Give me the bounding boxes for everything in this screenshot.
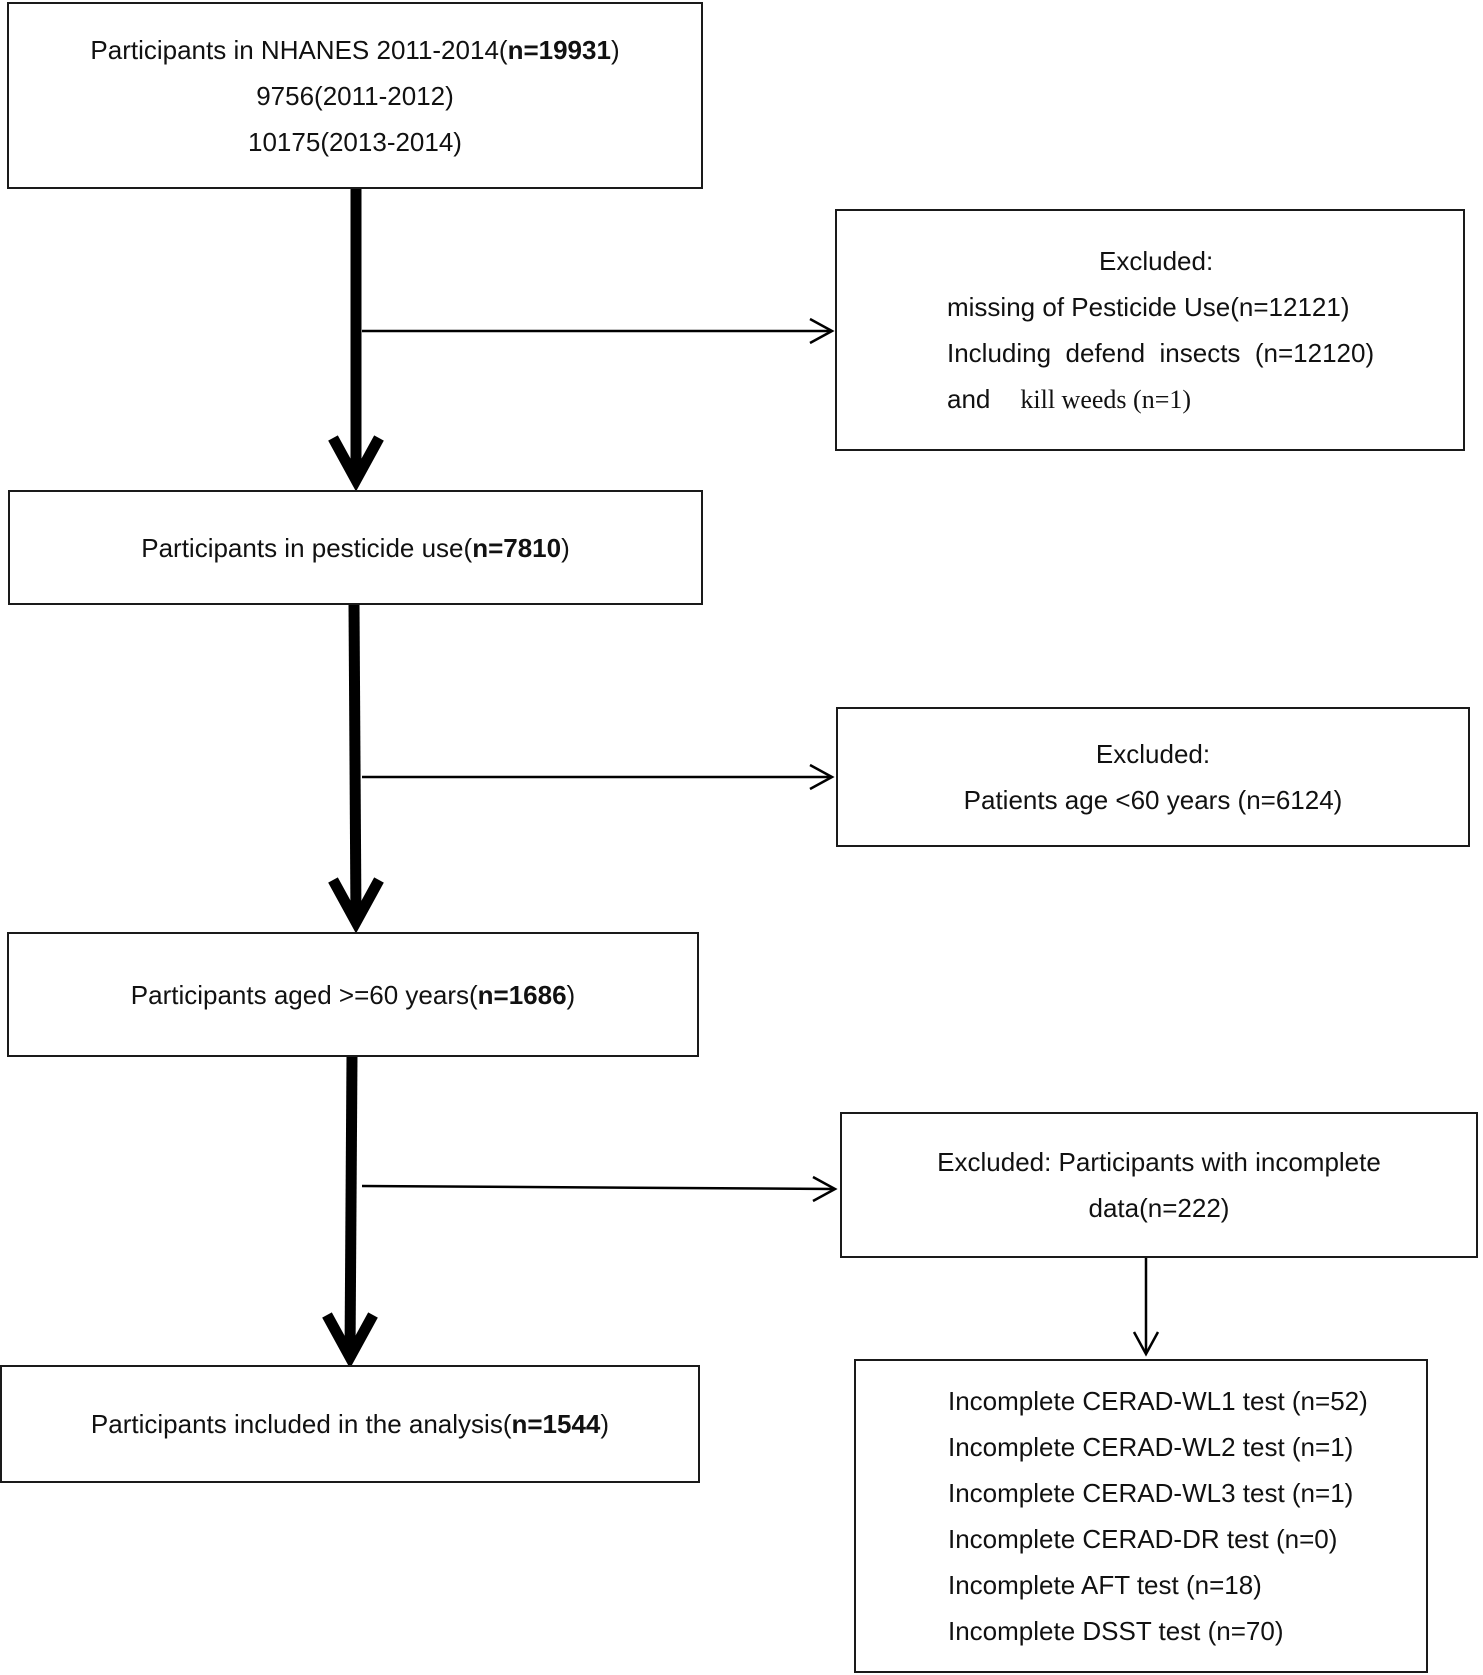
start-line-3: 10175(2013-2014)	[248, 126, 462, 157]
aged-60-suffix: )	[566, 979, 576, 1010]
start-suffix: )	[610, 34, 620, 65]
start-line-1: Participants in NHANES 2011-2014(n=19931…	[90, 27, 619, 73]
side-arrow-3-head	[812, 1175, 838, 1203]
excluded-1-title: Excluded:	[1099, 245, 1214, 276]
main-arrow-2-head	[328, 877, 384, 934]
excluded-1-line-2: Including defend insects (n=12120)	[947, 337, 1375, 368]
start-label: Participants in NHANES 2011-2014(	[90, 34, 508, 65]
box-excluded-incomplete: Excluded: Participants with incomplete d…	[840, 1112, 1478, 1258]
incomplete-item: Incomplete CERAD-DR test (n=0)	[948, 1524, 1338, 1554]
box-incomplete-test-details: Incomplete CERAD-WL1 test (n=52) Incompl…	[854, 1359, 1428, 1673]
main-arrow-1-head	[328, 435, 384, 492]
aged-60-count: n=1686	[477, 979, 567, 1010]
incomplete-item: Incomplete CERAD-WL2 test (n=1)	[948, 1432, 1354, 1462]
excluded-3-line-1: Excluded: Participants with incomplete	[937, 1147, 1381, 1177]
side-arrow-3-line	[361, 1184, 836, 1191]
box-excluded-pesticide-missing: Excluded: missing of Pesticide Use(n=121…	[835, 209, 1465, 451]
box-pesticide-use: Participants in pesticide use(n=7810)	[8, 490, 703, 605]
side-arrow-2-head	[809, 763, 835, 791]
main-arrow-3-shaft	[344, 1055, 358, 1356]
final-text: Participants included in the analysis(n=…	[91, 1401, 609, 1447]
excluded-1-and: and	[947, 383, 991, 414]
incomplete-item: Incomplete AFT test (n=18)	[948, 1570, 1262, 1600]
pesticide-use-text: Participants in pesticide use(n=7810)	[141, 525, 570, 571]
box-aged-60-plus: Participants aged >=60 years(n=1686)	[7, 932, 699, 1057]
box-included-in-analysis: Participants included in the analysis(n=…	[0, 1365, 700, 1483]
excluded-3-line-2: data(n=222)	[1088, 1193, 1230, 1223]
start-line-2: 9756(2011-2012)	[256, 80, 454, 111]
aged-60-label: Participants aged >=60 years(	[130, 979, 478, 1010]
aged-60-text: Participants aged >=60 years(n=1686)	[131, 972, 575, 1018]
final-label: Participants included in the analysis(	[90, 1409, 512, 1439]
excluded-2-line-1: Patients age <60 years (n=6124)	[963, 785, 1343, 815]
start-count: n=19931	[507, 34, 611, 65]
main-arrow-3-head	[322, 1312, 378, 1369]
main-arrow-2-shaft	[348, 603, 362, 921]
excluded-1-kill-weeds: kill weeds (n=1)	[1020, 384, 1192, 414]
incomplete-item: Incomplete CERAD-WL1 test (n=52)	[948, 1386, 1368, 1416]
incomplete-item: Incomplete CERAD-WL3 test (n=1)	[948, 1478, 1354, 1508]
final-count: n=1544	[511, 1409, 601, 1439]
side-arrow-1-head	[809, 317, 835, 345]
pesticide-use-suffix: )	[561, 532, 570, 563]
final-suffix: )	[600, 1409, 610, 1439]
excluded-2-title: Excluded:	[1095, 739, 1211, 769]
pesticide-use-count: n=7810	[472, 532, 562, 563]
box-nhanes-participants: Participants in NHANES 2011-2014(n=19931…	[7, 2, 703, 189]
box-excluded-age: Excluded: Patients age <60 years (n=6124…	[836, 707, 1470, 847]
incomplete-item: Incomplete DSST test (n=70)	[948, 1616, 1284, 1646]
excluded-1-line-3: and kill weeds (n=1)	[947, 376, 1463, 423]
excluded-1-line-1: missing of Pesticide Use(n=12121)	[947, 291, 1350, 322]
pesticide-use-label: Participants in pesticide use(	[141, 532, 473, 563]
down-arrow-details-head	[1132, 1331, 1160, 1357]
